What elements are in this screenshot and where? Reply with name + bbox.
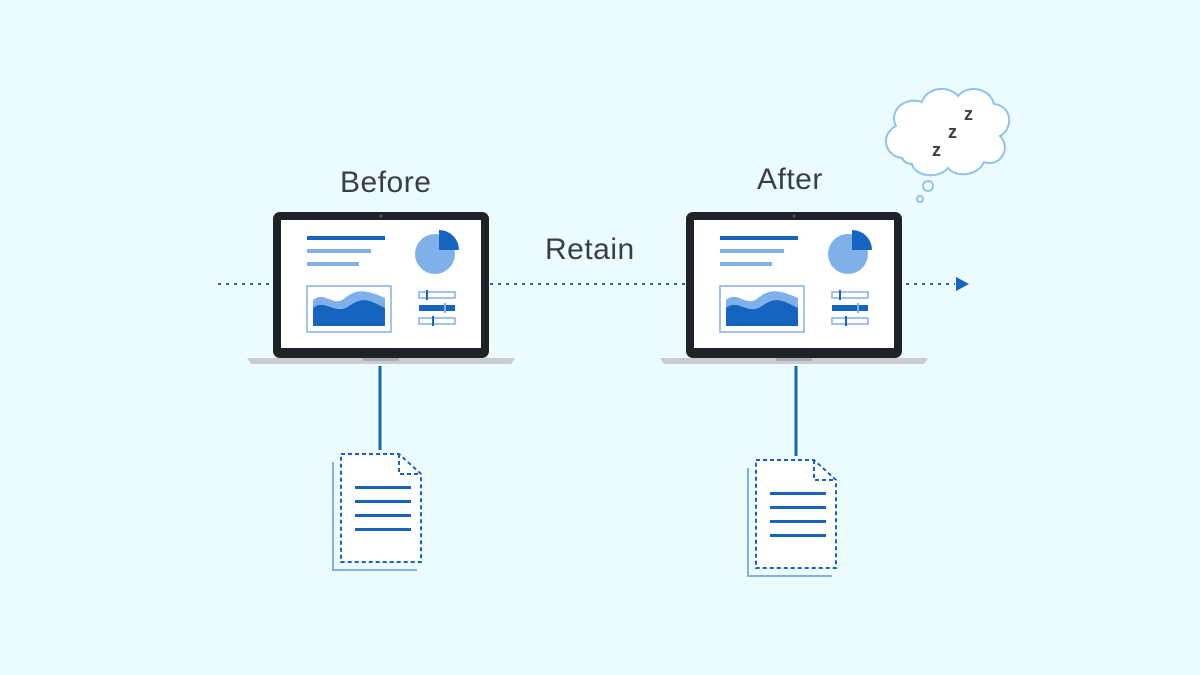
thought-cloud-icon [885,87,1010,203]
document-icon-after [747,459,837,577]
document-icon-before [332,453,422,571]
label-before: Before [340,166,432,199]
label-retain: Retain [545,233,635,266]
label-after: After [757,163,823,196]
sleep-z-small: z [932,140,941,160]
arrow-right-icon [956,277,969,291]
sleep-z-medium: z [948,122,957,142]
sleep-z-large: z [964,104,973,124]
laptop-icon-after [659,211,929,365]
laptop-icon-before [246,211,516,365]
